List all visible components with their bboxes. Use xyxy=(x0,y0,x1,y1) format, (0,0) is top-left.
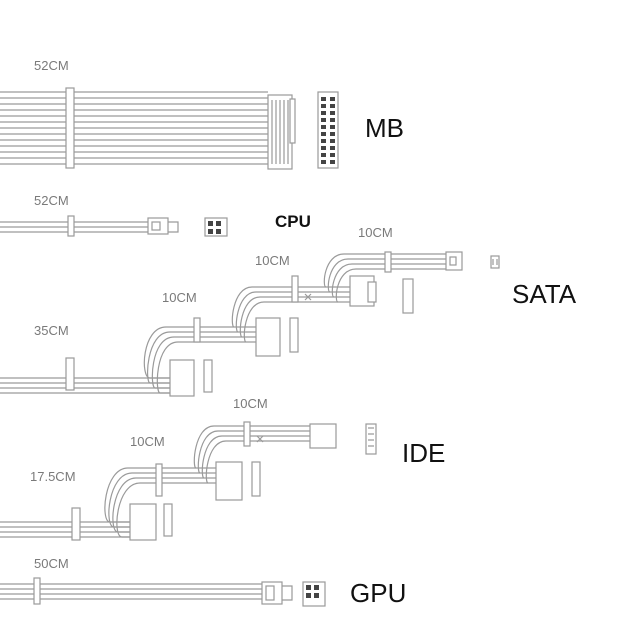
ide-main-length-label: 17.5CM xyxy=(30,469,76,484)
ide-connector-face xyxy=(365,423,377,455)
sata-main-length-label: 35CM xyxy=(34,323,69,338)
mb-cable xyxy=(0,87,339,170)
sata-connector-2 xyxy=(255,317,281,357)
cpu-title: CPU xyxy=(275,212,311,231)
sata-connector-1 xyxy=(169,359,195,397)
ide-connector-2 xyxy=(215,461,243,501)
mb-title: MB xyxy=(365,113,404,143)
ide-title: IDE xyxy=(402,438,446,468)
sata-connector-face xyxy=(402,278,414,314)
cpu-length-label: 52CM xyxy=(34,193,69,208)
ide-connector-1 xyxy=(129,503,157,541)
ide-seg2-length-label: 10CM xyxy=(233,396,268,411)
gpu-cable xyxy=(0,577,326,607)
ide-cable xyxy=(0,421,377,541)
sata-seg3-length-label: 10CM xyxy=(358,225,393,240)
sata-cable xyxy=(0,251,500,397)
sata-title: SATA xyxy=(512,279,577,309)
gpu-title: GPU xyxy=(350,578,407,608)
gpu-length-label: 50CM xyxy=(34,556,69,571)
ide-connector-3 xyxy=(309,423,337,449)
cpu-cable xyxy=(0,215,228,237)
mb-length-label: 52CM xyxy=(34,58,69,73)
ide-seg1-length-label: 10CM xyxy=(130,434,165,449)
sata-seg2-length-label: 10CM xyxy=(255,253,290,268)
sata-seg1-length-label: 10CM xyxy=(162,290,197,305)
sata-small-connector-face xyxy=(490,255,500,269)
